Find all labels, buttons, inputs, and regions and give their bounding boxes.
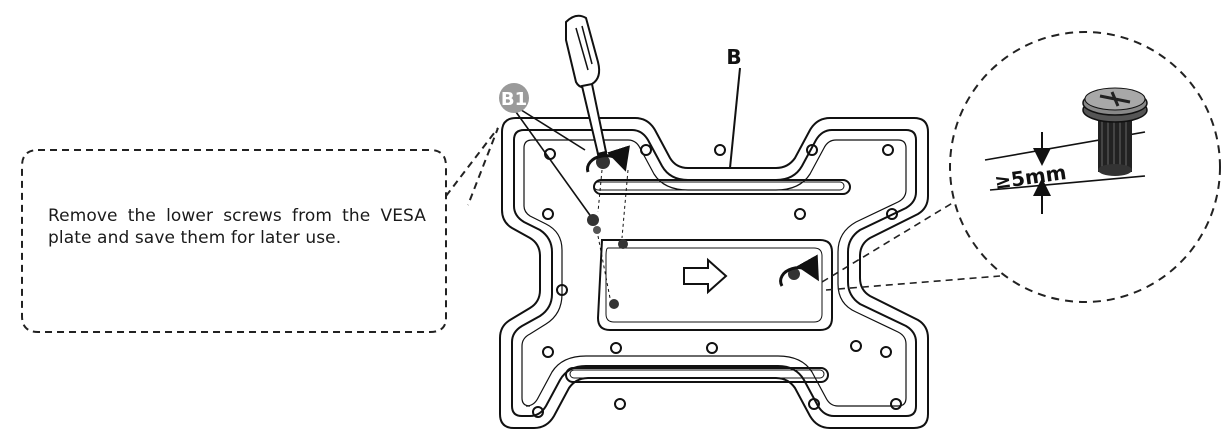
rotate-counterclockwise-icon (586, 145, 819, 287)
screw-label-text: B1 (501, 89, 527, 110)
instruction-text: Remove the lower screws from the VESA pl… (48, 206, 426, 248)
plate-label-text: B (726, 45, 741, 69)
detail-magnifier: ≥5mm (949, 31, 1221, 303)
plate-label: B (726, 45, 742, 169)
detail-leader (821, 195, 1001, 291)
instruction-callout (21, 127, 499, 333)
screw-label-badge: B1 (499, 83, 593, 219)
vesa-plate (499, 117, 929, 429)
arrow-right-icon (683, 257, 728, 295)
screw-icon (587, 155, 800, 309)
